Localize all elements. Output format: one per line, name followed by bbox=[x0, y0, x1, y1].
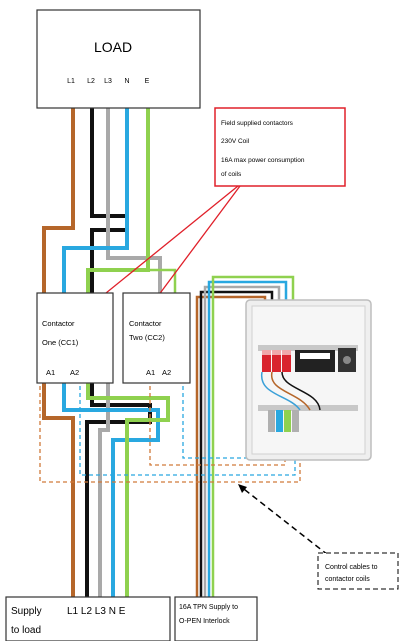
contactor-two-name-line1: Contactor bbox=[129, 319, 162, 328]
contactor-two-a1: A1 bbox=[146, 368, 155, 377]
tpn-line1: 16A TPN Supply to bbox=[179, 604, 238, 611]
control-cable-brown-a bbox=[39, 372, 301, 483]
supply-title: Supply bbox=[11, 606, 42, 617]
interlock-enclosure bbox=[245, 299, 372, 461]
wire-l1-upper bbox=[42, 88, 75, 293]
wire-l3-upper bbox=[106, 88, 162, 293]
wire-e-upper bbox=[86, 88, 150, 293]
callout-line-3: 16A max power consumption bbox=[221, 157, 305, 164]
isolator-switches bbox=[262, 350, 291, 372]
contactor-one-a2: A2 bbox=[70, 368, 79, 377]
load-terminal-l1: L1 bbox=[67, 78, 75, 85]
wire-l2-lower bbox=[85, 383, 152, 597]
load-title: LOAD bbox=[94, 39, 132, 55]
contactor-one-name-line1: Contactor bbox=[42, 319, 75, 328]
supply-subtitle: to load bbox=[11, 625, 41, 636]
callout-line-4: of coils bbox=[221, 171, 242, 178]
load-terminal-n: N bbox=[124, 78, 129, 85]
callout-line-2: 230V Coil bbox=[221, 138, 250, 145]
wire-l3-lower bbox=[98, 383, 110, 597]
tpn-line2: O-PEN Interlock bbox=[179, 618, 230, 625]
wire-l1-lower bbox=[42, 383, 75, 597]
load-terminal-e: E bbox=[145, 78, 150, 85]
contactor-two-name-line2: Two (CC2) bbox=[129, 333, 165, 342]
control-note-line2: contactor coils bbox=[325, 576, 370, 583]
tpn-supply-box: 16A TPN Supply to O-PEN Interlock bbox=[174, 596, 258, 641]
control-cable-blue-a bbox=[79, 372, 296, 476]
wire-n-upper bbox=[62, 88, 129, 293]
contactor-one-box: Contactor One (CC1) A1 A2 bbox=[36, 292, 114, 384]
control-note-arrowhead bbox=[238, 484, 247, 493]
control-note: Control cables to contactor coils bbox=[238, 484, 399, 590]
terminal-blocks bbox=[268, 410, 299, 432]
callout-arrow-to-cc2 bbox=[154, 185, 241, 301]
contactor-two-a2: A2 bbox=[162, 368, 171, 377]
load-terminal-l3: L3 bbox=[104, 78, 112, 85]
callout-line-1: Field supplied contactors bbox=[221, 120, 294, 127]
control-note-box bbox=[317, 552, 399, 590]
control-note-line1: Control cables to bbox=[325, 564, 378, 571]
wires-load-to-contactors bbox=[42, 88, 177, 293]
wire-e-lower bbox=[86, 383, 170, 597]
load-box: LOAD L1 L2 L3 N E bbox=[36, 9, 201, 109]
load-terminal-l2: L2 bbox=[87, 78, 95, 85]
callout-arrow-to-cc1 bbox=[89, 185, 239, 307]
wire-e-to-enclosure bbox=[148, 268, 177, 293]
control-note-leader bbox=[239, 485, 329, 556]
supply-terminals: L1 L2 L3 N E bbox=[67, 606, 126, 617]
wire-n-lower bbox=[62, 383, 160, 597]
wires-contactors-to-supply bbox=[42, 383, 170, 597]
contactor-one-name-line2: One (CC1) bbox=[42, 338, 79, 347]
contactor-two-box: Contactor Two (CC2) A1 A2 bbox=[122, 292, 191, 384]
contactor-one-a1: A1 bbox=[46, 368, 55, 377]
contactor-callout: Field supplied contactors 230V Coil 16A … bbox=[84, 107, 346, 311]
supply-box: Supply L1 L2 L3 N E to load bbox=[5, 596, 171, 641]
